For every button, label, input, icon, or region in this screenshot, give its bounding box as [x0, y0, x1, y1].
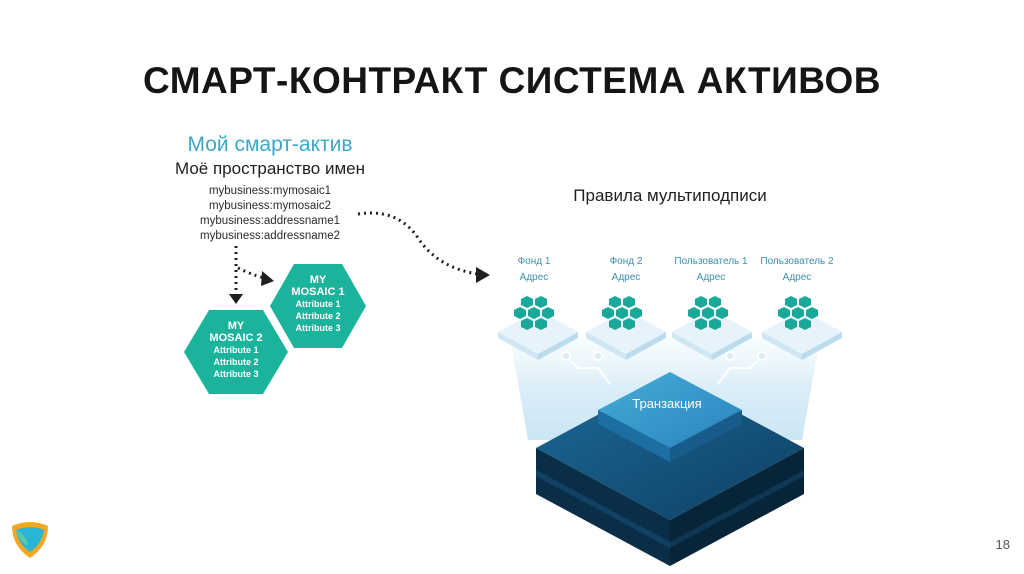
node-fund-1: Фонд 1 Адрес	[489, 254, 579, 286]
mosaic-1-attribute: Attribute 1	[276, 298, 360, 310]
transaction-label: Транзакция	[606, 396, 728, 411]
mosaic-2-attribute: Attribute 3	[192, 368, 280, 380]
mosaic-1-label: MY MOSAIC 1 Attribute 1 Attribute 2 Attr…	[276, 274, 360, 334]
arrow-to-mosaic-2	[229, 246, 243, 304]
mosaic-2-attribute: Attribute 1	[192, 344, 280, 356]
node-user-1: Пользователь 1 Адрес	[666, 254, 756, 286]
arrow-to-multisig	[358, 213, 490, 283]
page-number: 18	[980, 537, 1010, 552]
node-address: Адрес	[489, 270, 579, 286]
mosaic-1-attribute: Attribute 3	[276, 322, 360, 334]
node-name: Фонд 2	[581, 254, 671, 270]
mosaic-1-line2: MOSAIC 1	[276, 286, 360, 298]
node-name: Пользователь 1	[666, 254, 756, 270]
node-user-2: Пользователь 2 Адрес	[752, 254, 842, 286]
mosaic-2-line1: MY	[192, 320, 280, 332]
mosaic-1-line1: MY	[276, 274, 360, 286]
mosaic-2-attribute: Attribute 2	[192, 356, 280, 368]
node-address: Адрес	[752, 270, 842, 286]
multisig-title: Правила мультиподписи	[560, 186, 780, 206]
arrow-to-mosaic-1	[238, 268, 274, 286]
nem-logo-icon	[12, 522, 48, 558]
node-name: Фонд 1	[489, 254, 579, 270]
mosaic-2-label: MY MOSAIC 2 Attribute 1 Attribute 2 Attr…	[192, 320, 280, 380]
node-address: Адрес	[666, 270, 756, 286]
node-fund-2: Фонд 2 Адрес	[581, 254, 671, 286]
node-name: Пользователь 2	[752, 254, 842, 270]
mosaic-2-line2: MOSAIC 2	[192, 332, 280, 344]
node-address: Адрес	[581, 270, 671, 286]
mosaic-1-attribute: Attribute 2	[276, 310, 360, 322]
